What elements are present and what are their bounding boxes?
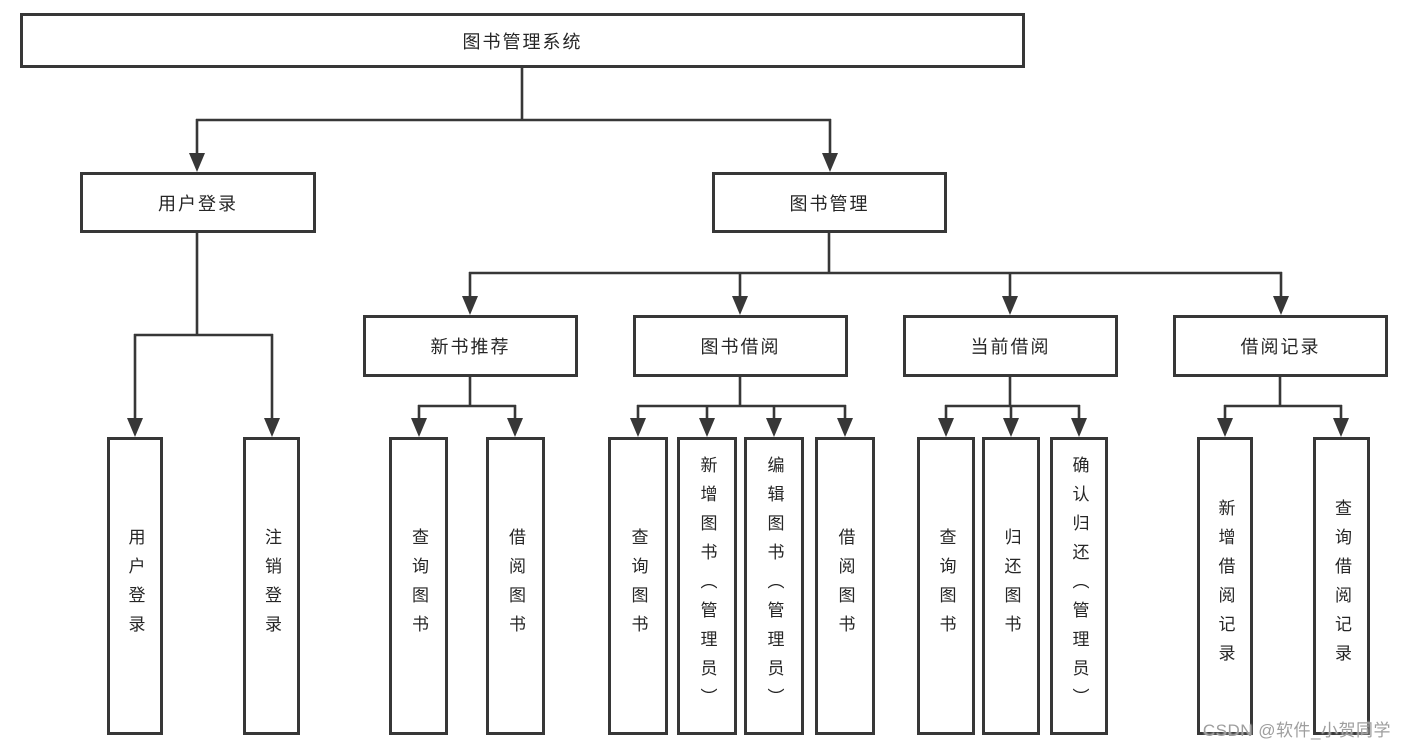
arrowhead-icon <box>462 296 478 315</box>
leaf-user-login: 用户登录 <box>107 437 163 735</box>
leaf-label: 借阅图书 <box>835 528 855 644</box>
arrowhead-icon <box>1273 296 1289 315</box>
node-current-borrow: 当前借阅 <box>903 315 1118 377</box>
arrowhead-icon <box>1217 418 1233 437</box>
leaf-confirm-return-admin: 确认归还（管理员） <box>1050 437 1108 735</box>
leaf-add-book-admin: 新增图书（管理员） <box>677 437 737 735</box>
arrowhead-icon <box>189 153 205 172</box>
leaf-label: 借阅图书 <box>506 528 525 644</box>
arrowhead-icon <box>1071 418 1087 437</box>
arrowhead-icon <box>822 153 838 172</box>
node-user-login: 用户登录 <box>80 172 316 233</box>
arrowhead-icon <box>837 418 853 437</box>
leaf-borrow-book-2: 借阅图书 <box>815 437 875 735</box>
leaf-label: 查询图书 <box>936 528 956 644</box>
arrowhead-icon <box>732 296 748 315</box>
leaf-label: 查询借阅记录 <box>1332 499 1351 673</box>
arrowhead-icon <box>264 418 280 437</box>
leaf-label: 注销登录 <box>262 528 281 644</box>
leaf-label: 新增借阅记录 <box>1215 499 1235 673</box>
leaf-return-book: 归还图书 <box>982 437 1040 735</box>
leaf-label: 编辑图书（管理员） <box>764 455 784 717</box>
leaf-label: 确认归还（管理员） <box>1069 455 1089 717</box>
leaf-query-book-2: 查询图书 <box>608 437 668 735</box>
arrowhead-icon <box>938 418 954 437</box>
node-book-borrow: 图书借阅 <box>633 315 848 377</box>
leaf-query-book-3: 查询图书 <box>917 437 975 735</box>
arrowhead-icon <box>507 418 523 437</box>
leaf-query-book-1: 查询图书 <box>389 437 448 735</box>
csdn-watermark: CSDN @软件_小贺同学 <box>1202 721 1391 740</box>
node-new-book-recommend: 新书推荐 <box>363 315 578 377</box>
arrowhead-icon <box>1002 296 1018 315</box>
leaf-label: 归还图书 <box>1001 528 1021 644</box>
node-book-management: 图书管理 <box>712 172 947 233</box>
leaf-label: 用户登录 <box>125 528 145 644</box>
node-system-root: 图书管理系统 <box>20 13 1025 68</box>
arrowhead-icon <box>127 418 143 437</box>
leaf-query-borrow-record: 查询借阅记录 <box>1313 437 1370 735</box>
leaf-borrow-book-1: 借阅图书 <box>486 437 545 735</box>
arrowhead-icon <box>1003 418 1019 437</box>
leaf-label: 新增图书（管理员） <box>697 455 717 717</box>
arrowhead-icon <box>411 418 427 437</box>
leaf-add-borrow-record: 新增借阅记录 <box>1197 437 1253 735</box>
arrowhead-icon <box>699 418 715 437</box>
arrowhead-icon <box>630 418 646 437</box>
leaf-label: 查询图书 <box>628 528 648 644</box>
leaf-edit-book-admin: 编辑图书（管理员） <box>744 437 804 735</box>
leaf-label: 查询图书 <box>409 528 428 644</box>
arrowhead-icon <box>1333 418 1349 437</box>
leaf-logout: 注销登录 <box>243 437 300 735</box>
arrowhead-icon <box>766 418 782 437</box>
node-borrow-records: 借阅记录 <box>1173 315 1388 377</box>
